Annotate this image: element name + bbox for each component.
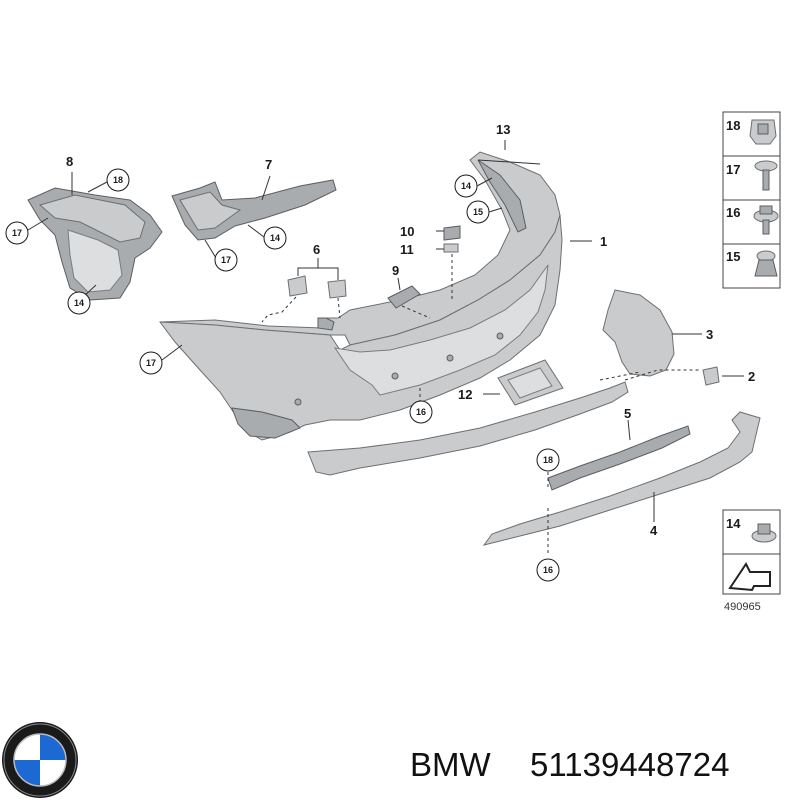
frame-part-12 xyxy=(483,359,564,406)
bolt-with-washer-icon xyxy=(753,205,779,235)
cap-part-2 xyxy=(624,366,744,386)
callout-10: 10 xyxy=(400,224,414,239)
part-number: 51139448724 xyxy=(530,746,729,783)
nut-part-11 xyxy=(436,243,459,300)
svg-text:14: 14 xyxy=(270,233,280,243)
callout-6: 6 xyxy=(313,242,320,257)
callout-13: 13 xyxy=(496,122,510,137)
callout-circle-18: 18 xyxy=(536,448,560,472)
leader-line xyxy=(476,177,493,187)
diagram-code: 490965 xyxy=(724,601,761,613)
expanding-nut-icon xyxy=(751,523,777,543)
leader-line xyxy=(161,344,183,361)
svg-text:15: 15 xyxy=(473,207,483,217)
svg-text:18: 18 xyxy=(726,118,740,133)
svg-text:17: 17 xyxy=(221,255,231,265)
clip-nut-icon xyxy=(749,119,777,145)
arrow-icon xyxy=(728,562,771,592)
callout-circle-16: 16 xyxy=(409,400,433,424)
callout-5: 5 xyxy=(624,406,631,421)
svg-text:18: 18 xyxy=(543,455,553,465)
direction-arrow-box xyxy=(722,553,781,595)
callout-circle-14: 14 xyxy=(454,174,478,198)
clips-part-6 xyxy=(261,258,347,323)
clip-part-10 xyxy=(436,225,461,241)
legend-item-17: 17 xyxy=(726,160,778,191)
callout-9: 9 xyxy=(392,263,399,278)
callout-circle-17: 17 xyxy=(5,221,29,245)
legend-item-16: 16 xyxy=(726,205,779,235)
legend-item-14: 14 xyxy=(722,509,781,555)
callout-circle-17: 17 xyxy=(139,351,163,375)
svg-text:15: 15 xyxy=(726,249,740,264)
brand-name: BMW xyxy=(410,746,492,783)
callout-8: 8 xyxy=(66,154,73,169)
bmw-logo xyxy=(2,722,78,798)
callout-2: 2 xyxy=(748,369,755,384)
callout-3: 3 xyxy=(706,327,713,342)
fastener-legend: 18 17 16 15 xyxy=(722,111,781,289)
legend-item-18: 18 xyxy=(726,118,777,145)
svg-text:17: 17 xyxy=(146,358,156,368)
callout-circle-15: 15 xyxy=(466,200,490,224)
svg-text:14: 14 xyxy=(726,516,741,531)
legend-item-15: 15 xyxy=(726,249,778,277)
lower-trim-strip xyxy=(307,381,629,476)
svg-text:17: 17 xyxy=(12,228,22,238)
svg-text:16: 16 xyxy=(726,205,740,220)
svg-text:14: 14 xyxy=(74,298,84,308)
expanding-rivet-icon xyxy=(754,250,778,277)
callout-11: 11 xyxy=(400,242,414,257)
screw-icon xyxy=(754,160,778,191)
svg-text:14: 14 xyxy=(461,181,471,191)
callout-7: 7 xyxy=(265,157,272,172)
callout-12: 12 xyxy=(458,387,472,402)
diffuser-part-4 xyxy=(482,411,761,546)
svg-text:18: 18 xyxy=(113,175,123,185)
bracket-left-part-8 xyxy=(27,172,163,301)
bracket-part-7 xyxy=(171,175,337,259)
callout-circle-16: 16 xyxy=(536,558,560,582)
svg-text:16: 16 xyxy=(416,407,426,417)
callout-circle-14: 14 xyxy=(263,226,287,250)
fastener-line xyxy=(599,371,641,381)
callout-1: 1 xyxy=(600,234,607,249)
leader-line xyxy=(488,207,503,213)
bumper-cover-part-1 xyxy=(158,140,592,441)
svg-text:16: 16 xyxy=(543,565,553,575)
trim-part-3 xyxy=(602,289,702,377)
callout-circle-18: 18 xyxy=(106,168,130,192)
callout-4: 4 xyxy=(650,523,658,538)
callout-circle-17: 17 xyxy=(214,248,238,272)
grille-part-5 xyxy=(547,419,691,491)
callout-circle-14: 14 xyxy=(67,291,91,315)
svg-text:17: 17 xyxy=(726,162,740,177)
bracket-part-9 xyxy=(387,277,431,319)
